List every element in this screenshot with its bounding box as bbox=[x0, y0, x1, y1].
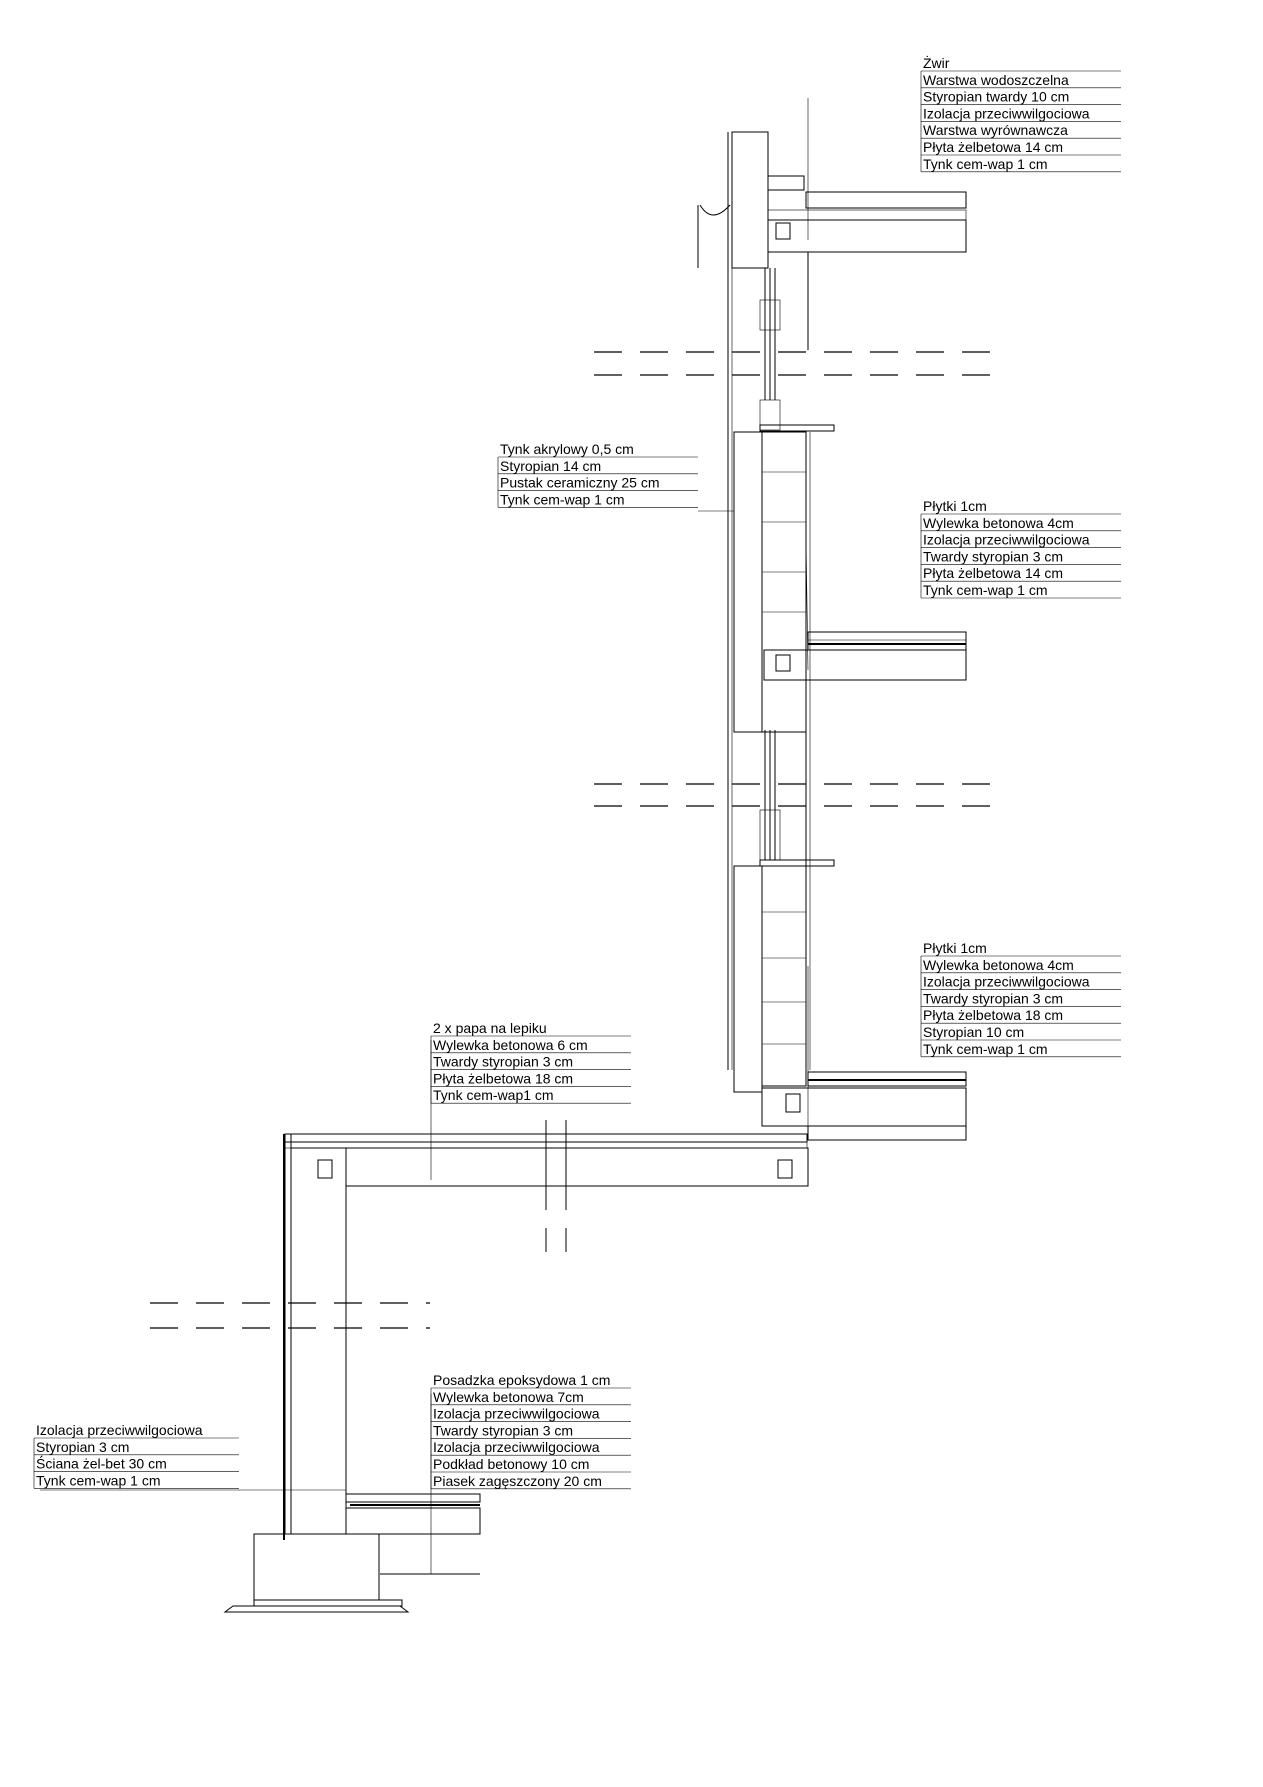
callout-line: Warstwa wodoszczelna bbox=[923, 72, 1069, 88]
callout-line: Żwir bbox=[923, 54, 950, 71]
window-middle bbox=[759, 730, 835, 867]
callout-line: Podkład betonowy 10 cm bbox=[433, 1456, 589, 1472]
callout-line: Tynk cem-wap 1 cm bbox=[923, 582, 1047, 598]
callout-line: Styropian 14 cm bbox=[500, 458, 601, 474]
callout-line: Tynk cem-wap 1 cm bbox=[36, 1472, 160, 1488]
window-upper bbox=[759, 268, 835, 432]
callout-line: Płyta żelbetowa 14 cm bbox=[923, 139, 1063, 155]
callout-line: Tynk cem-wap 1 cm bbox=[500, 491, 624, 507]
callout-line: Izolacja przeciwwilgociowa bbox=[923, 974, 1090, 990]
callout-line: Izolacja przeciwwilgociowa bbox=[433, 1406, 600, 1422]
callout-line: Tynk cem-wap 1 cm bbox=[923, 156, 1047, 172]
callout-line: Tynk cem-wap 1 cm bbox=[923, 1041, 1047, 1057]
callout-line: Izolacja przeciwwilgociowa bbox=[433, 1439, 600, 1455]
callout-line: Wylewka betonowa 6 cm bbox=[433, 1037, 588, 1053]
basement-floor bbox=[345, 1493, 481, 1575]
callout-line: Styropian 3 cm bbox=[36, 1439, 129, 1455]
wall-upper bbox=[733, 431, 811, 1070]
footing bbox=[223, 1533, 410, 1613]
roof-structure bbox=[697, 131, 967, 1070]
callout-line: Ściana żel-bet 30 cm bbox=[36, 1455, 167, 1472]
terrace-slab bbox=[284, 1120, 809, 1252]
callout-line: Płytki 1cm bbox=[923, 940, 987, 956]
callout-line: Tynk akrylowy 0,5 cm bbox=[500, 441, 634, 457]
callout-line: Wylewka betonowa 4cm bbox=[923, 515, 1074, 531]
callout-line: Izolacja przeciwwilgociowa bbox=[923, 105, 1090, 121]
break-lines-upper bbox=[150, 351, 996, 1329]
callout-line: Posadzka epoksydowa 1 cm bbox=[433, 1372, 610, 1388]
callout-line: Wylewka betonowa 4cm bbox=[923, 957, 1074, 973]
callout-line: Warstwa wyrównawcza bbox=[923, 122, 1068, 138]
callout-line: Tynk cem-wap1 cm bbox=[433, 1087, 554, 1103]
callout-line: Styropian twardy 10 cm bbox=[923, 89, 1069, 105]
basement-wall bbox=[283, 1133, 347, 1540]
floor-slab-upper bbox=[763, 631, 967, 681]
callout-line: Twardy styropian 3 cm bbox=[433, 1422, 573, 1438]
leader-lines bbox=[40, 98, 809, 1574]
callout-line: Izolacja przeciwwilgociowa bbox=[36, 1422, 203, 1438]
callout-line: Wylewka betonowa 7cm bbox=[433, 1389, 584, 1405]
callout-line: Styropian 10 cm bbox=[923, 1024, 1024, 1040]
callout-line: Płyta żelbetowa 14 cm bbox=[923, 565, 1063, 581]
callout-line: Twardy styropian 3 cm bbox=[923, 990, 1063, 1006]
callout-line: Płyta żelbetowa 18 cm bbox=[433, 1070, 573, 1086]
floor-slab-ground bbox=[761, 1071, 967, 1141]
callout-line: Twardy styropian 3 cm bbox=[433, 1054, 573, 1070]
callout-line: Płyta żelbetowa 18 cm bbox=[923, 1007, 1063, 1023]
callout-line: Piasek zagęszczony 20 cm bbox=[433, 1473, 602, 1489]
callout-line: Płytki 1cm bbox=[923, 498, 987, 514]
callout-line: Twardy styropian 3 cm bbox=[923, 548, 1063, 564]
callout-line: Pustak ceramiczny 25 cm bbox=[500, 475, 660, 491]
callout-line: 2 x papa na lepiku bbox=[433, 1020, 547, 1036]
wall-ground bbox=[733, 865, 807, 1093]
callout-line: Izolacja przeciwwilgociowa bbox=[923, 532, 1090, 548]
